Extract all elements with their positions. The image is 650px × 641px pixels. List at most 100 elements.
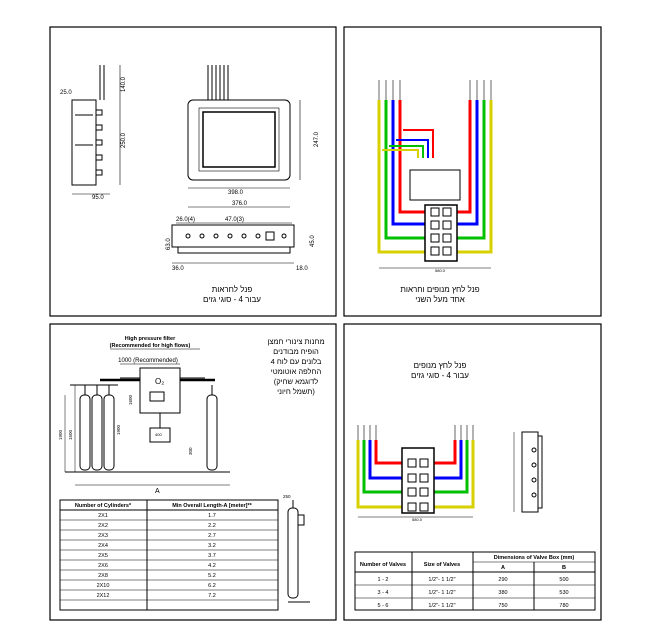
dim-95: 95.0 bbox=[92, 195, 104, 201]
wire-green-right bbox=[455, 100, 486, 240]
filter-label-1: High pressure filter bbox=[125, 336, 176, 342]
front-view-screen bbox=[202, 111, 276, 168]
alarm-panel-drawing: 25.0 140.0 250.0 95.0 247.0 398.0 376.0 bbox=[60, 65, 320, 304]
manifold-alarm-drawing: 580.0 פנל לחץ מנופים וחראות אחד מעל השני bbox=[377, 80, 493, 304]
table-cell: 2X8 bbox=[98, 573, 108, 579]
table-cell: 7.2 bbox=[208, 593, 216, 599]
table-cell: 290 bbox=[498, 577, 507, 583]
table-cell: 2X1 bbox=[98, 513, 108, 519]
dim-25: 25.0 bbox=[60, 90, 72, 96]
wire-yellow-right bbox=[455, 100, 493, 254]
table-cell: 2.2 bbox=[208, 523, 216, 529]
panel-frame-bottom-left bbox=[49, 323, 337, 621]
valve-table-header-2: Size of Valves bbox=[424, 562, 460, 568]
panel-tr-title-1: פנל לחץ מנופים וחראות bbox=[400, 285, 479, 294]
table-cell: 6.2 bbox=[208, 583, 216, 589]
dim-26: 26.0(4) bbox=[176, 217, 195, 223]
table-cell: 3.2 bbox=[208, 543, 216, 549]
table-cell: 2X10 bbox=[97, 583, 110, 589]
panel-br-title-2: עבור 4 - סוגי גזים bbox=[411, 371, 469, 380]
svg-text:300: 300 bbox=[188, 447, 193, 455]
filter-label-2: (Recommended for high flows) bbox=[110, 343, 191, 349]
br-wire-green-left bbox=[362, 440, 402, 494]
dim-250: 250.0 bbox=[121, 132, 127, 148]
side-view-body bbox=[71, 99, 97, 186]
table-cell: 2X5 bbox=[98, 553, 108, 559]
table-cell: 2X12 bbox=[97, 593, 110, 599]
tr-bottom-dim: 580.0 bbox=[435, 268, 446, 273]
svg-text:החלפה אוטומטי: החלפה אוטומטי bbox=[271, 367, 322, 376]
manifold-drawing: פנל לחץ מנופים עבור 4 - סוגי גזים 580.0 bbox=[354, 361, 596, 611]
svg-text:1900: 1900 bbox=[58, 429, 63, 440]
br-wire-yellow-left bbox=[356, 440, 402, 509]
panel-tr-title-2: אחד מעל השני bbox=[415, 295, 465, 304]
valve-table-header-3: A bbox=[501, 565, 505, 571]
svg-text:400: 400 bbox=[155, 432, 162, 437]
table-cell: 2.7 bbox=[208, 533, 216, 539]
dim-247: 247.0 bbox=[314, 131, 320, 147]
cylinders-right bbox=[206, 385, 218, 471]
svg-text:1500: 1500 bbox=[68, 429, 73, 440]
table-cell: 530 bbox=[559, 590, 568, 596]
cylinders-left bbox=[70, 384, 118, 471]
cyl-table-header-2: Min Overall Length-A [meter]** bbox=[172, 503, 252, 509]
table-cell: 1/2"- 1 1/2" bbox=[428, 603, 455, 609]
table-cell: 1/2"- 1 1/2" bbox=[428, 577, 455, 583]
panel-frame-top-right bbox=[343, 26, 602, 317]
table-cell: 4.2 bbox=[208, 563, 216, 569]
table-cell: 380 bbox=[498, 590, 507, 596]
br-valve-box bbox=[401, 447, 435, 514]
table-cell: 3.7 bbox=[208, 553, 216, 559]
dim-18: 18.0 bbox=[296, 266, 308, 272]
panel-frame-top-left bbox=[49, 26, 337, 317]
svg-text:(לדוגמא שחיק: (לדוגמא שחיק bbox=[274, 377, 319, 386]
table-cell: 1/2"- 1 1/2" bbox=[428, 590, 455, 596]
front-view-case bbox=[187, 99, 291, 181]
dim-376: 376.0 bbox=[232, 201, 248, 207]
rec-label: 1000 (Recommended) bbox=[118, 358, 178, 364]
table-cell: 500 bbox=[559, 577, 568, 583]
wire-yellow-left bbox=[377, 100, 427, 254]
br-side-view bbox=[513, 431, 543, 513]
table-cell: 3 - 4 bbox=[377, 590, 388, 596]
table-cell: 2X3 bbox=[98, 533, 108, 539]
o2-panel bbox=[139, 367, 181, 414]
valve-box-table: Dimensions of Valve Box (mm) Number of V… bbox=[354, 551, 596, 611]
gas-label: O₂ bbox=[155, 377, 164, 386]
br-wire-red-right bbox=[433, 440, 457, 465]
dim-63: 63.0 bbox=[166, 238, 172, 250]
dim-a: A bbox=[155, 488, 160, 495]
table-cell: 780 bbox=[559, 603, 568, 609]
table-cell: 750 bbox=[498, 603, 507, 609]
br-wire-blue-left bbox=[368, 440, 402, 480]
hebrew-note: מחנות צינורי חמצן הופיח מבודנים 4 בלונים… bbox=[267, 337, 324, 396]
dim-140: 140.0 bbox=[121, 76, 127, 92]
cyl-table-header-1: Number of Cylinders* bbox=[75, 503, 132, 509]
table-cell: 5.2 bbox=[208, 573, 216, 579]
svg-text:הופיח מבודנים: הופיח מבודנים bbox=[273, 347, 319, 356]
svg-text:מחנות צינורי חמצן: מחנות צינורי חמצן bbox=[267, 337, 324, 346]
svg-text:1900: 1900 bbox=[116, 424, 121, 435]
panel-frame-bottom-right bbox=[343, 323, 602, 621]
br-wire-red-left bbox=[374, 440, 402, 465]
valve-table-header-1: Number of Valves bbox=[360, 562, 406, 568]
table-cell: 1 - 2 bbox=[377, 577, 388, 583]
wire-blue-left bbox=[391, 100, 427, 226]
br-wire-green-right bbox=[433, 440, 469, 494]
panel-tl-title-2: עבור 4 - סוגי גזים bbox=[203, 295, 261, 304]
table-cell: 5 - 6 bbox=[377, 603, 388, 609]
wire-green-left bbox=[384, 100, 427, 240]
wire-red-left bbox=[398, 100, 427, 214]
panel-br-title-1: פנל לחץ מנופים bbox=[414, 361, 467, 370]
wire-blue-right bbox=[455, 100, 479, 226]
svg-text:1600: 1600 bbox=[128, 394, 133, 405]
valve-box bbox=[424, 204, 458, 262]
small-dim: 250 bbox=[283, 494, 291, 499]
svg-text:4 בלונים עם לוח: 4 בלונים עם לוח bbox=[271, 357, 322, 366]
dim-47: 47.0(3) bbox=[225, 217, 244, 223]
alarm-box bbox=[409, 169, 461, 201]
cylinder-manifold-drawing: High pressure filter (Recommended for hi… bbox=[58, 336, 325, 611]
table-cell: 2X4 bbox=[98, 543, 108, 549]
dim-45: 45.0 bbox=[310, 235, 316, 247]
